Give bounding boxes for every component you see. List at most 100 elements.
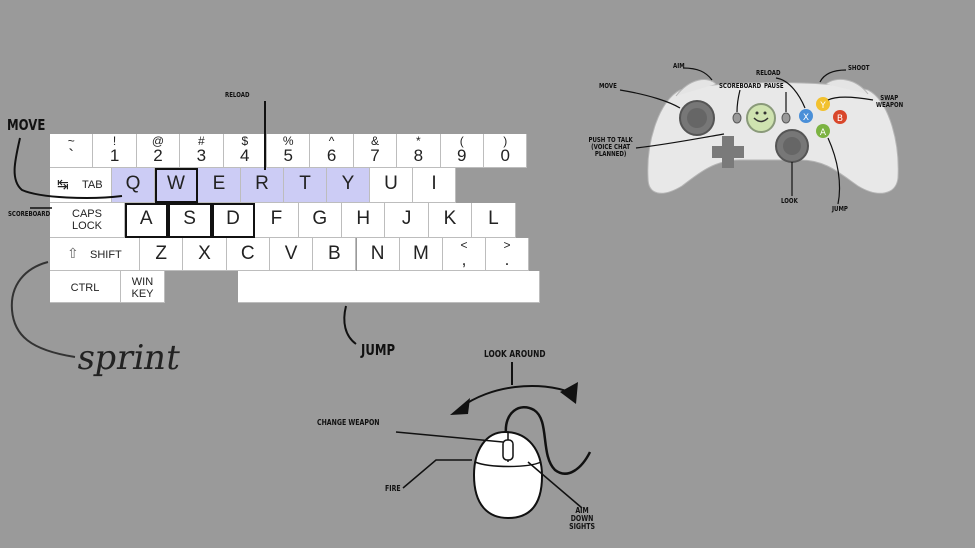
key-t[interactable]: T [284, 168, 327, 203]
guide-button [746, 103, 776, 133]
key-2[interactable]: @2 [136, 134, 181, 168]
key-main-symbol: 2 [153, 146, 163, 165]
change-weapon-label: CHANGE WEAPON [317, 418, 380, 427]
key-letter: S [183, 208, 196, 229]
key-letter: J [401, 208, 412, 229]
key-c[interactable]: C [226, 238, 270, 271]
key-3[interactable]: #3 [180, 134, 224, 168]
key-letter: B [327, 243, 341, 264]
key-v[interactable]: V [269, 238, 314, 271]
key-0[interactable]: )0 [484, 134, 528, 168]
key-w[interactable]: W [155, 168, 198, 203]
key-letter: N [370, 243, 385, 264]
key-x[interactable]: X [183, 238, 227, 271]
mouse-callouts [395, 431, 583, 509]
key-shift-symbol: # [198, 134, 205, 148]
key-d[interactable]: D [211, 203, 256, 238]
a-button [816, 124, 830, 138]
key-shift-symbol: $ [241, 134, 249, 148]
scroll-wheel [502, 439, 514, 461]
mouse-diagram [450, 362, 592, 520]
controller-body [647, 82, 899, 194]
key-i[interactable]: I [413, 168, 456, 203]
key-shift[interactable]: ⇧ SHIFT [50, 238, 140, 271]
key-letter: C [240, 243, 255, 264]
key-`[interactable]: ~` [50, 134, 94, 168]
key-main-symbol: 6 [326, 146, 337, 165]
key-space[interactable] [238, 271, 540, 303]
mouse-body [472, 430, 544, 520]
key-comma[interactable]: < , [443, 238, 486, 271]
key-shift-symbol: * [416, 134, 421, 148]
key-ctrl[interactable]: CTRL [50, 271, 121, 303]
key-tab-label: TAB [82, 179, 103, 191]
key-shift-symbol: ( [459, 134, 464, 148]
key-n[interactable]: N [356, 238, 400, 271]
key-r[interactable]: R [241, 168, 284, 203]
key-b[interactable]: B [313, 238, 357, 271]
scoreboard-ctrl-label: SCOREBOARD [719, 82, 762, 90]
key-win[interactable]: WIN KEY [121, 271, 165, 303]
swap-weapon-label: SWAP WEAPON [876, 94, 904, 109]
key-comma-top: < [460, 238, 468, 252]
move-callout-line [13, 137, 123, 199]
key-main-symbol: 4 [240, 146, 250, 165]
key-letter: R [255, 173, 269, 194]
key-letter: X [198, 243, 211, 264]
key-letter: G [312, 208, 328, 229]
key-l[interactable]: L [472, 203, 516, 238]
key-shift-symbol: ) [503, 134, 508, 148]
aim-label: AIM [673, 62, 685, 70]
key-letter: E [212, 173, 226, 194]
key-s[interactable]: S [168, 203, 212, 238]
key-main-symbol: 0 [500, 146, 510, 165]
key-y[interactable]: Y [327, 168, 370, 203]
key-f[interactable]: F [255, 203, 299, 238]
key-letter: Q [125, 173, 141, 194]
key-letter: F [270, 208, 283, 229]
key-main-symbol: 7 [370, 146, 380, 165]
key-m[interactable]: M [399, 238, 444, 271]
key-letter: D [226, 208, 240, 229]
key-letter: K [443, 208, 457, 229]
scoreboard-label: SCOREBOARD [8, 210, 51, 218]
key-a[interactable]: A [125, 203, 169, 238]
key-g[interactable]: G [298, 203, 342, 238]
key-letter: H [356, 208, 371, 229]
key-letter: Y [341, 173, 355, 194]
key-caps-lock[interactable]: CAPS LOCK [50, 203, 125, 238]
key-4[interactable]: $4 [223, 134, 267, 168]
right-arrow-icon [560, 382, 578, 404]
shift-arrow-icon: ⇧ [67, 245, 79, 261]
sprint-label: sprint [74, 338, 184, 378]
jump-callout-line [343, 305, 357, 345]
key-letter: L [488, 208, 499, 229]
key-j[interactable]: J [385, 203, 429, 238]
x-button [799, 109, 813, 123]
win-line-2: KEY [131, 288, 154, 300]
key-e[interactable]: E [198, 168, 241, 203]
key-u[interactable]: U [370, 168, 413, 203]
key-shift-label: SHIFT [90, 249, 122, 261]
right-bumper [825, 78, 869, 95]
key-k[interactable]: K [428, 203, 473, 238]
key-9[interactable]: (9 [440, 134, 484, 168]
key-period[interactable]: > . [486, 238, 529, 271]
dpad [712, 136, 744, 168]
key-1[interactable]: !1 [93, 134, 137, 168]
key-h[interactable]: H [342, 203, 386, 238]
key-main-symbol: 8 [413, 146, 424, 165]
move-ctrl-callout [619, 89, 681, 109]
key-5[interactable]: %5 [267, 134, 311, 168]
key-7[interactable]: &7 [353, 134, 398, 168]
key-comma-bottom: , [461, 250, 467, 269]
move-label: MOVE [7, 116, 46, 134]
ads-callout [527, 461, 583, 509]
sprint-scribble [10, 261, 76, 358]
key-8[interactable]: *8 [397, 134, 441, 168]
key-6[interactable]: ^6 [310, 134, 354, 168]
shoot-label: SHOOT [848, 64, 870, 72]
key-z[interactable]: Z [140, 238, 184, 271]
left-bumper [675, 79, 717, 97]
